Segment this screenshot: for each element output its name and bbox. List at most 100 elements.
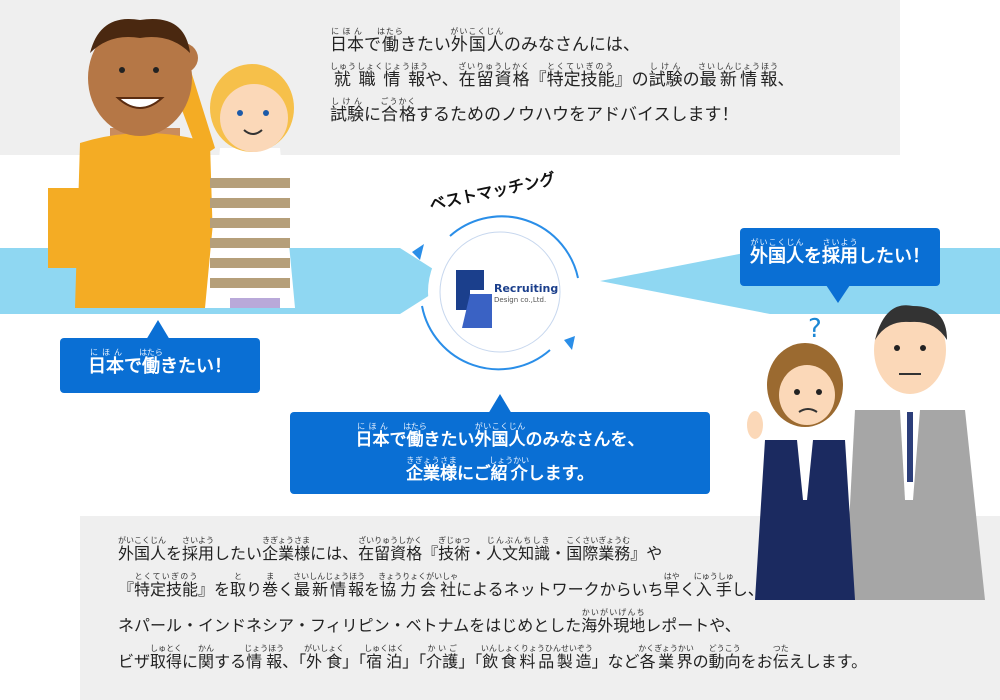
ruby-word: 企業様きぎょうさま	[406, 456, 457, 485]
arrowhead-top-icon	[412, 244, 424, 260]
text-segment: レポートや、	[645, 616, 741, 635]
ruby-word: 情報じょうほう	[244, 644, 285, 671]
text-segment: で	[389, 430, 407, 450]
right-bubble-tail	[826, 285, 850, 303]
text-segment: 、	[777, 70, 795, 90]
ruby-word: 在留資格ざいりゅうしかく	[458, 62, 531, 90]
cycle-arrow-bottom	[421, 305, 551, 371]
employers-illustration	[747, 305, 985, 600]
ruby-word: 特定技能とくていぎのう	[134, 572, 199, 599]
text-segment: えします。	[788, 652, 868, 671]
ruby-word: 合格ごうかく	[380, 97, 417, 125]
logo-sub-text: Design co.,Ltd.	[494, 296, 547, 304]
text-segment: のみなさんを、	[525, 430, 645, 450]
text-segment: の	[682, 70, 700, 90]
text-segment: ・	[550, 544, 567, 563]
arrowhead-bottom-icon	[564, 336, 575, 350]
text-segment: ビザ	[118, 652, 151, 671]
text-segment: で	[124, 356, 142, 377]
businesswoman-figure-icon	[747, 343, 855, 600]
ruby-word: 飲食料品製造いんしょくりょうひんせいぞう	[480, 644, 593, 671]
ruby-word: 働はたら	[403, 422, 427, 450]
top-text-line-3: 試験しけんに合格ごうかくするためのノウハウをアドバイスします！	[330, 97, 739, 125]
text-segment: 』や	[630, 544, 663, 563]
text-segment: ネパール・インドネシア・フィリピン・ベトナムをはじめとした	[118, 616, 582, 635]
text-segment: や、	[425, 70, 459, 90]
ruby-word: 伝つた	[772, 644, 789, 671]
text-segment: の	[692, 652, 709, 671]
want-to-hire-bubble: 外国人がいこくじんを採用さいようしたい！	[740, 228, 940, 286]
ruby-word: 採用さいよう	[822, 238, 858, 267]
recruiting-design-logo-icon	[456, 270, 492, 328]
ruby-word: 外国人がいこくじん	[750, 238, 804, 267]
ruby-word: 取と	[230, 572, 247, 599]
man-figure-icon	[48, 18, 215, 308]
ruby-word: 最新情報さいしんじょうほう	[698, 62, 779, 90]
foreign-workers-illustration	[48, 18, 295, 308]
businessman-figure-icon	[845, 305, 985, 600]
ruby-word: 企業様きぎょうさま	[262, 536, 311, 563]
text-segment: 」「	[458, 652, 483, 671]
bottom-text-line-1: 外国人がいこくじんを採用さいようしたい企業様きぎょうさまには、在留資格ざいりゅう…	[118, 536, 662, 564]
text-segment: 、「	[282, 652, 307, 671]
ruby-word: 働はたら	[377, 27, 404, 55]
text-segment: 『	[422, 544, 439, 563]
text-segment: するためのノウハウをアドバイスします！	[416, 105, 739, 125]
ruby-word: 早はや	[663, 572, 680, 599]
text-segment: したい！	[858, 246, 930, 267]
ruby-word: 日本にほん	[88, 348, 124, 377]
text-segment: 『	[118, 580, 135, 599]
question-mark-icon: ?	[808, 314, 822, 344]
center-bubble-line-1: 日本にほんで働はたらきたい外国人がいこくじんのみなさんを、	[290, 422, 710, 456]
ruby-word: 巻ま	[262, 572, 279, 599]
left-bubble-tail	[146, 320, 170, 340]
woman-figure-icon	[205, 64, 295, 308]
ruby-word: 海外現地かいがいげんち	[581, 608, 646, 635]
ruby-word: 取得しゅとく	[150, 644, 183, 671]
ruby-word: 日本にほん	[355, 422, 390, 450]
text-segment: する	[214, 652, 247, 671]
ruby-word: 在留資格ざいりゅうしかく	[358, 536, 423, 563]
ruby-word: 宿泊しゅくはく	[364, 644, 405, 671]
text-segment: に	[364, 105, 381, 125]
ruby-word: 紹介しょうかい	[489, 456, 530, 485]
ruby-word: 人文知識じんぶんちしき	[486, 536, 551, 563]
ruby-word: 採用さいよう	[182, 536, 215, 563]
ruby-word: 就職情報しゅうしょくじょうほう	[330, 62, 429, 90]
text-segment: のみなさんには、	[503, 35, 640, 55]
bottom-text-line-3: ネパール・インドネシア・フィリピン・ベトナムをはじめとした海外現地かいがいげんち…	[118, 608, 741, 636]
text-segment: 』を	[198, 580, 231, 599]
text-segment: で	[364, 35, 381, 55]
right-band-arrowhead	[600, 248, 770, 314]
ruby-word: 外食がいしょく	[304, 644, 345, 671]
text-segment: を	[364, 580, 381, 599]
ruby-word: 試験しけん	[330, 97, 364, 125]
want-to-work-bubble: 日本にほんで働はたらきたい！	[60, 338, 260, 393]
ruby-word: 入手にゅうしゅ	[693, 572, 734, 599]
text-segment: をお	[740, 652, 773, 671]
text-segment: きたい！	[160, 356, 232, 377]
text-segment: り	[246, 580, 263, 599]
ruby-word: 技術ぎじゅつ	[438, 536, 471, 563]
ruby-word: 働はたら	[139, 348, 163, 377]
text-segment: には、	[310, 544, 359, 563]
ruby-word: 外国人がいこくじん	[474, 422, 526, 450]
ruby-word: 特定技能とくていぎのう	[546, 62, 615, 90]
ruby-word: 関かん	[198, 644, 215, 671]
bottom-text-line-2: 『特定技能とくていぎのう』を取とり巻まく最新情報さいしんじょうほうを協力会社きょ…	[118, 572, 764, 600]
text-segment: にご	[457, 464, 491, 485]
text-segment: します。	[527, 464, 594, 485]
text-segment: きたい	[423, 430, 475, 450]
ruby-word: 各業界かくぎょうかい	[638, 644, 694, 671]
center-bubble-tail	[488, 394, 512, 414]
ruby-word: 国際業務こくさいぎょうむ	[566, 536, 631, 563]
text-segment: 』の	[614, 70, 649, 90]
ruby-word: 日本にほん	[330, 27, 364, 55]
top-text-line-1: 日本にほんで働はたらきたい外国人がいこくじんのみなさんには、	[330, 27, 640, 55]
bottom-text-line-4: ビザ取得しゅとくに関かんする情報じょうほう、「外食がいしょく」「宿泊しゅくはく」…	[118, 644, 867, 672]
introduce-to-companies-bubble: 日本にほんで働はたらきたい外国人がいこくじんのみなさんを、 企業様きぎょうさまに…	[290, 412, 710, 494]
text-segment: 」「	[402, 652, 427, 671]
logo-inner-ring	[439, 231, 561, 353]
text-segment: を	[804, 246, 822, 267]
